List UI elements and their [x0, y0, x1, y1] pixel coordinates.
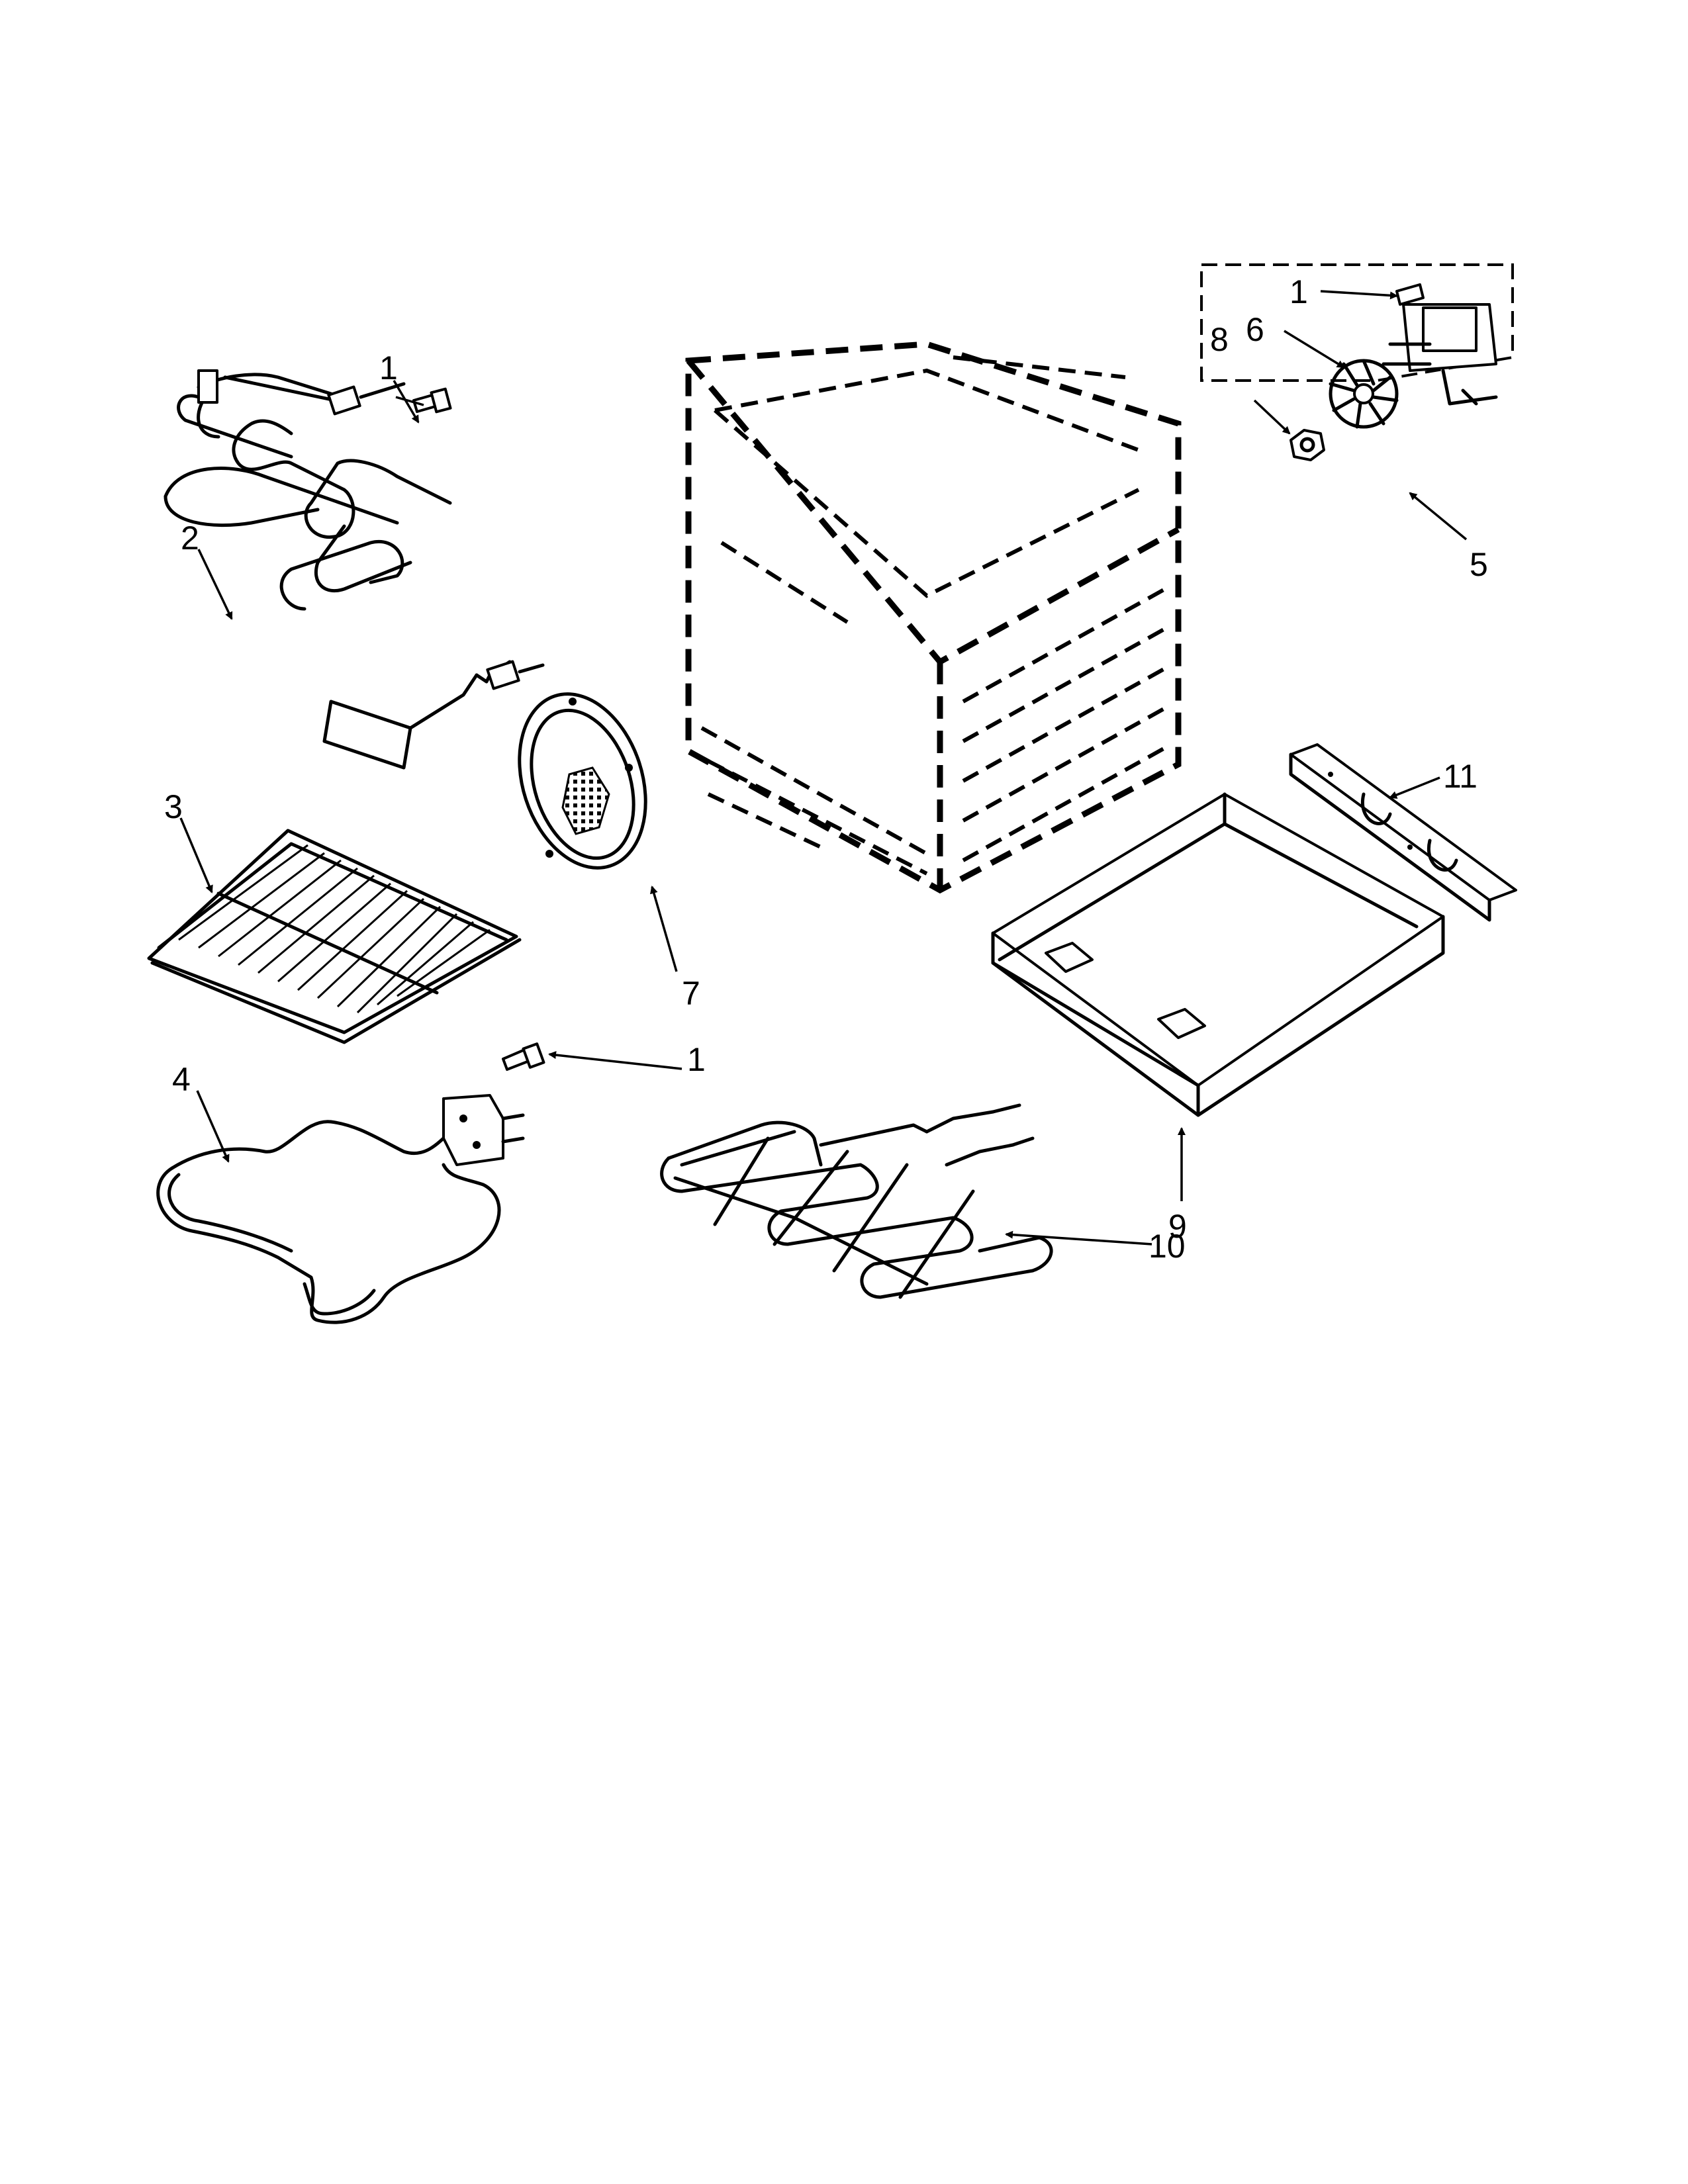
fan-cover — [518, 692, 647, 870]
callout-11: 11 — [1443, 758, 1477, 795]
callout-1-mid: 1 — [687, 1041, 706, 1078]
oven-cavity — [685, 341, 1182, 894]
callout-2: 2 — [181, 520, 199, 557]
callout-1-kit: 1 — [1289, 273, 1308, 310]
callout-4: 4 — [172, 1061, 191, 1098]
callout-1-top: 1 — [379, 349, 398, 387]
callout-10: 10 — [1149, 1228, 1186, 1265]
fan-motor-kit — [1200, 263, 1514, 461]
bake-element-lower — [156, 1094, 525, 1324]
broil-element — [660, 1103, 1053, 1299]
callout-8: 8 — [1210, 321, 1229, 358]
callout-3: 3 — [164, 788, 183, 825]
callout-9: 9 — [1168, 1208, 1187, 1245]
nut — [1289, 429, 1325, 461]
leader-lines — [179, 290, 1468, 1246]
oven-rack — [147, 829, 522, 1044]
callouts: 1 2 3 4 1 7 1 6 8 5 11 9 10 — [164, 273, 1488, 1265]
bottom-tray — [991, 792, 1445, 1117]
callout-5: 5 — [1470, 546, 1488, 583]
screw-middle — [502, 1042, 545, 1071]
screw-top — [412, 387, 452, 414]
bake-element-upper — [164, 369, 545, 770]
bracket — [1289, 743, 1517, 922]
callout-7: 7 — [682, 975, 700, 1012]
callout-6: 6 — [1246, 311, 1264, 348]
fan-blade — [1329, 359, 1399, 429]
